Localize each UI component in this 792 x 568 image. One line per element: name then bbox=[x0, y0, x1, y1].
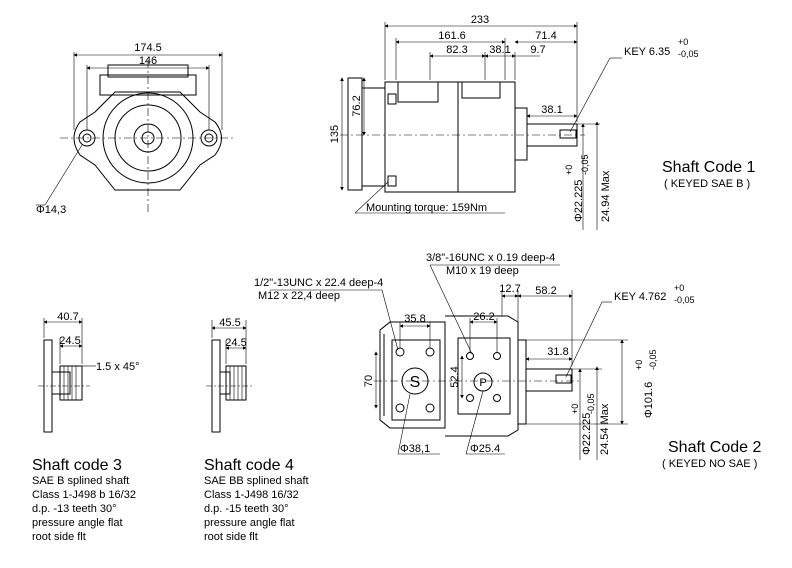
dim-24-5-code3: 24.5 bbox=[59, 335, 80, 347]
front-view-outline bbox=[36, 52, 236, 212]
dim-135: 135 bbox=[329, 125, 341, 143]
dim-71-4: 71.4 bbox=[535, 30, 556, 42]
shaft-code-3-view: 40.7 24.5 1.5 x 45° bbox=[38, 311, 140, 433]
dim-9-7: 9.7 bbox=[530, 44, 545, 56]
dim-76-2: 76.2 bbox=[351, 95, 363, 116]
shaft-code-3-line-1: SAE B splined shaft bbox=[32, 475, 129, 487]
shaft-code-4-outline bbox=[206, 320, 254, 433]
shaft-code-3-line-5: root side flt bbox=[32, 531, 86, 543]
thread-s-line-2: M12 x 22,4 deep bbox=[258, 290, 340, 302]
pilot-diameter: Φ101.6 bbox=[643, 382, 655, 418]
key-tol-lower-2: -0,05 bbox=[674, 295, 695, 305]
key-label-2: KEY 4.762 bbox=[614, 291, 666, 303]
shaft-code-4-line-4: pressure angle flat bbox=[204, 517, 295, 529]
key-tol-upper-2: +0 bbox=[674, 283, 684, 293]
shaft-code-4-title: Shaft code 4 bbox=[204, 457, 294, 474]
thread-s-line-1: 1/2"-13UNC x 22.4 deep-4 bbox=[254, 277, 383, 289]
shaft-dia-tol-lower-1: -0,05 bbox=[580, 154, 590, 175]
dim-52-4: 52.4 bbox=[449, 366, 461, 387]
shaft-max-2: 24.54 Max bbox=[599, 403, 611, 455]
shaft-code-3-line-3: d.p. -13 teeth 30° bbox=[32, 503, 117, 515]
port-s-diameter: Φ38,1 bbox=[400, 443, 430, 455]
shaft-code-3-outline bbox=[38, 318, 96, 433]
front-view: 174.5 146 Φ14,3 bbox=[36, 42, 236, 216]
side-view-outline bbox=[340, 22, 622, 230]
dim-40-7: 40.7 bbox=[57, 311, 78, 323]
shaft-dia-1: Φ22.225 bbox=[573, 180, 585, 222]
shaft-code-3-title: Shaft code 3 bbox=[32, 457, 122, 474]
chamfer-label: 1.5 x 45° bbox=[96, 361, 140, 373]
shaft-dia-tol-lower-2: -0,05 bbox=[586, 393, 596, 414]
dim-58-2: 58.2 bbox=[535, 285, 556, 297]
dim-35-8: 35.8 bbox=[404, 313, 425, 325]
port-p-letter: P bbox=[479, 377, 486, 389]
dim-31-8: 31.8 bbox=[547, 346, 568, 358]
port-view: 1/2"-13UNC x 22.4 deep-4 M12 x 22,4 deep… bbox=[254, 252, 695, 460]
shaft-code-2-title: Shaft Code 2 bbox=[668, 439, 762, 456]
shaft-code-4-line-2: Class 1-J498 16/32 bbox=[204, 489, 299, 501]
key-label-1: KEY 6.35 bbox=[624, 46, 670, 58]
dim-12-7: 12.7 bbox=[499, 283, 520, 295]
port-view-outline bbox=[270, 264, 628, 460]
dim-45-5: 45.5 bbox=[219, 317, 240, 329]
pilot-tol-upper: +0 bbox=[634, 360, 644, 370]
shaft-code-3-line-4: pressure angle flat bbox=[32, 517, 123, 529]
side-view: 233 161.6 71.4 82.3 38.1 9.7 135 76.2 Mo… bbox=[329, 14, 699, 230]
dim-174-5: 174.5 bbox=[134, 42, 162, 54]
dim-82-3: 82.3 bbox=[446, 44, 467, 56]
dim-146: 146 bbox=[139, 55, 157, 67]
shaft-code-4-line-5: root side flt bbox=[204, 531, 258, 543]
key-tol-lower-1: -0,05 bbox=[678, 49, 699, 59]
shaft-code-4-view: 45.5 24.5 bbox=[206, 317, 254, 433]
shaft-dia-tol-upper-2: +0 bbox=[570, 404, 580, 414]
shaft-code-3-line-2: Class 1-J498 b 16/32 bbox=[32, 489, 136, 501]
dim-26-2: 26.2 bbox=[473, 311, 494, 323]
shaft-dia-2: Φ22.225 bbox=[581, 413, 593, 455]
dim-24-5-code4: 24.5 bbox=[225, 337, 246, 349]
shaft-dia-tol-upper-1: +0 bbox=[564, 165, 574, 175]
shaft-code-2-subtitle: ( KEYED NO SAE ) bbox=[662, 458, 757, 470]
dim-233: 233 bbox=[471, 14, 489, 26]
thread-p-line-2: M10 x 19 deep bbox=[446, 265, 519, 277]
shaft-code-4-line-1: SAE BB splined shaft bbox=[204, 475, 309, 487]
shaft-code-1-subtitle: ( KEYED SAE B ) bbox=[664, 178, 750, 190]
shaft-max-1: 24.94 Max bbox=[600, 170, 612, 222]
thread-p-line-1: 3/8"-16UNC x 0.19 deep-4 bbox=[426, 252, 555, 264]
port-p-diameter: Φ25.4 bbox=[470, 443, 500, 455]
dim-shaft-38-1: 38.1 bbox=[541, 104, 562, 116]
key-tol-upper-1: +0 bbox=[678, 37, 688, 47]
shaft-code-1-title: Shaft Code 1 bbox=[662, 159, 756, 176]
dim-38-1-top: 38.1 bbox=[489, 44, 510, 56]
port-s-letter: S bbox=[410, 374, 421, 391]
dim-161-6: 161.6 bbox=[438, 30, 466, 42]
dim-70: 70 bbox=[363, 375, 375, 387]
shaft-code-4-line-3: d.p. -15 teeth 30° bbox=[204, 503, 289, 515]
pilot-tol-lower: -0,05 bbox=[648, 349, 658, 370]
mounting-torque-label: Mounting torque: 159Nm bbox=[366, 202, 487, 214]
hole-diameter-label: Φ14,3 bbox=[36, 204, 66, 216]
